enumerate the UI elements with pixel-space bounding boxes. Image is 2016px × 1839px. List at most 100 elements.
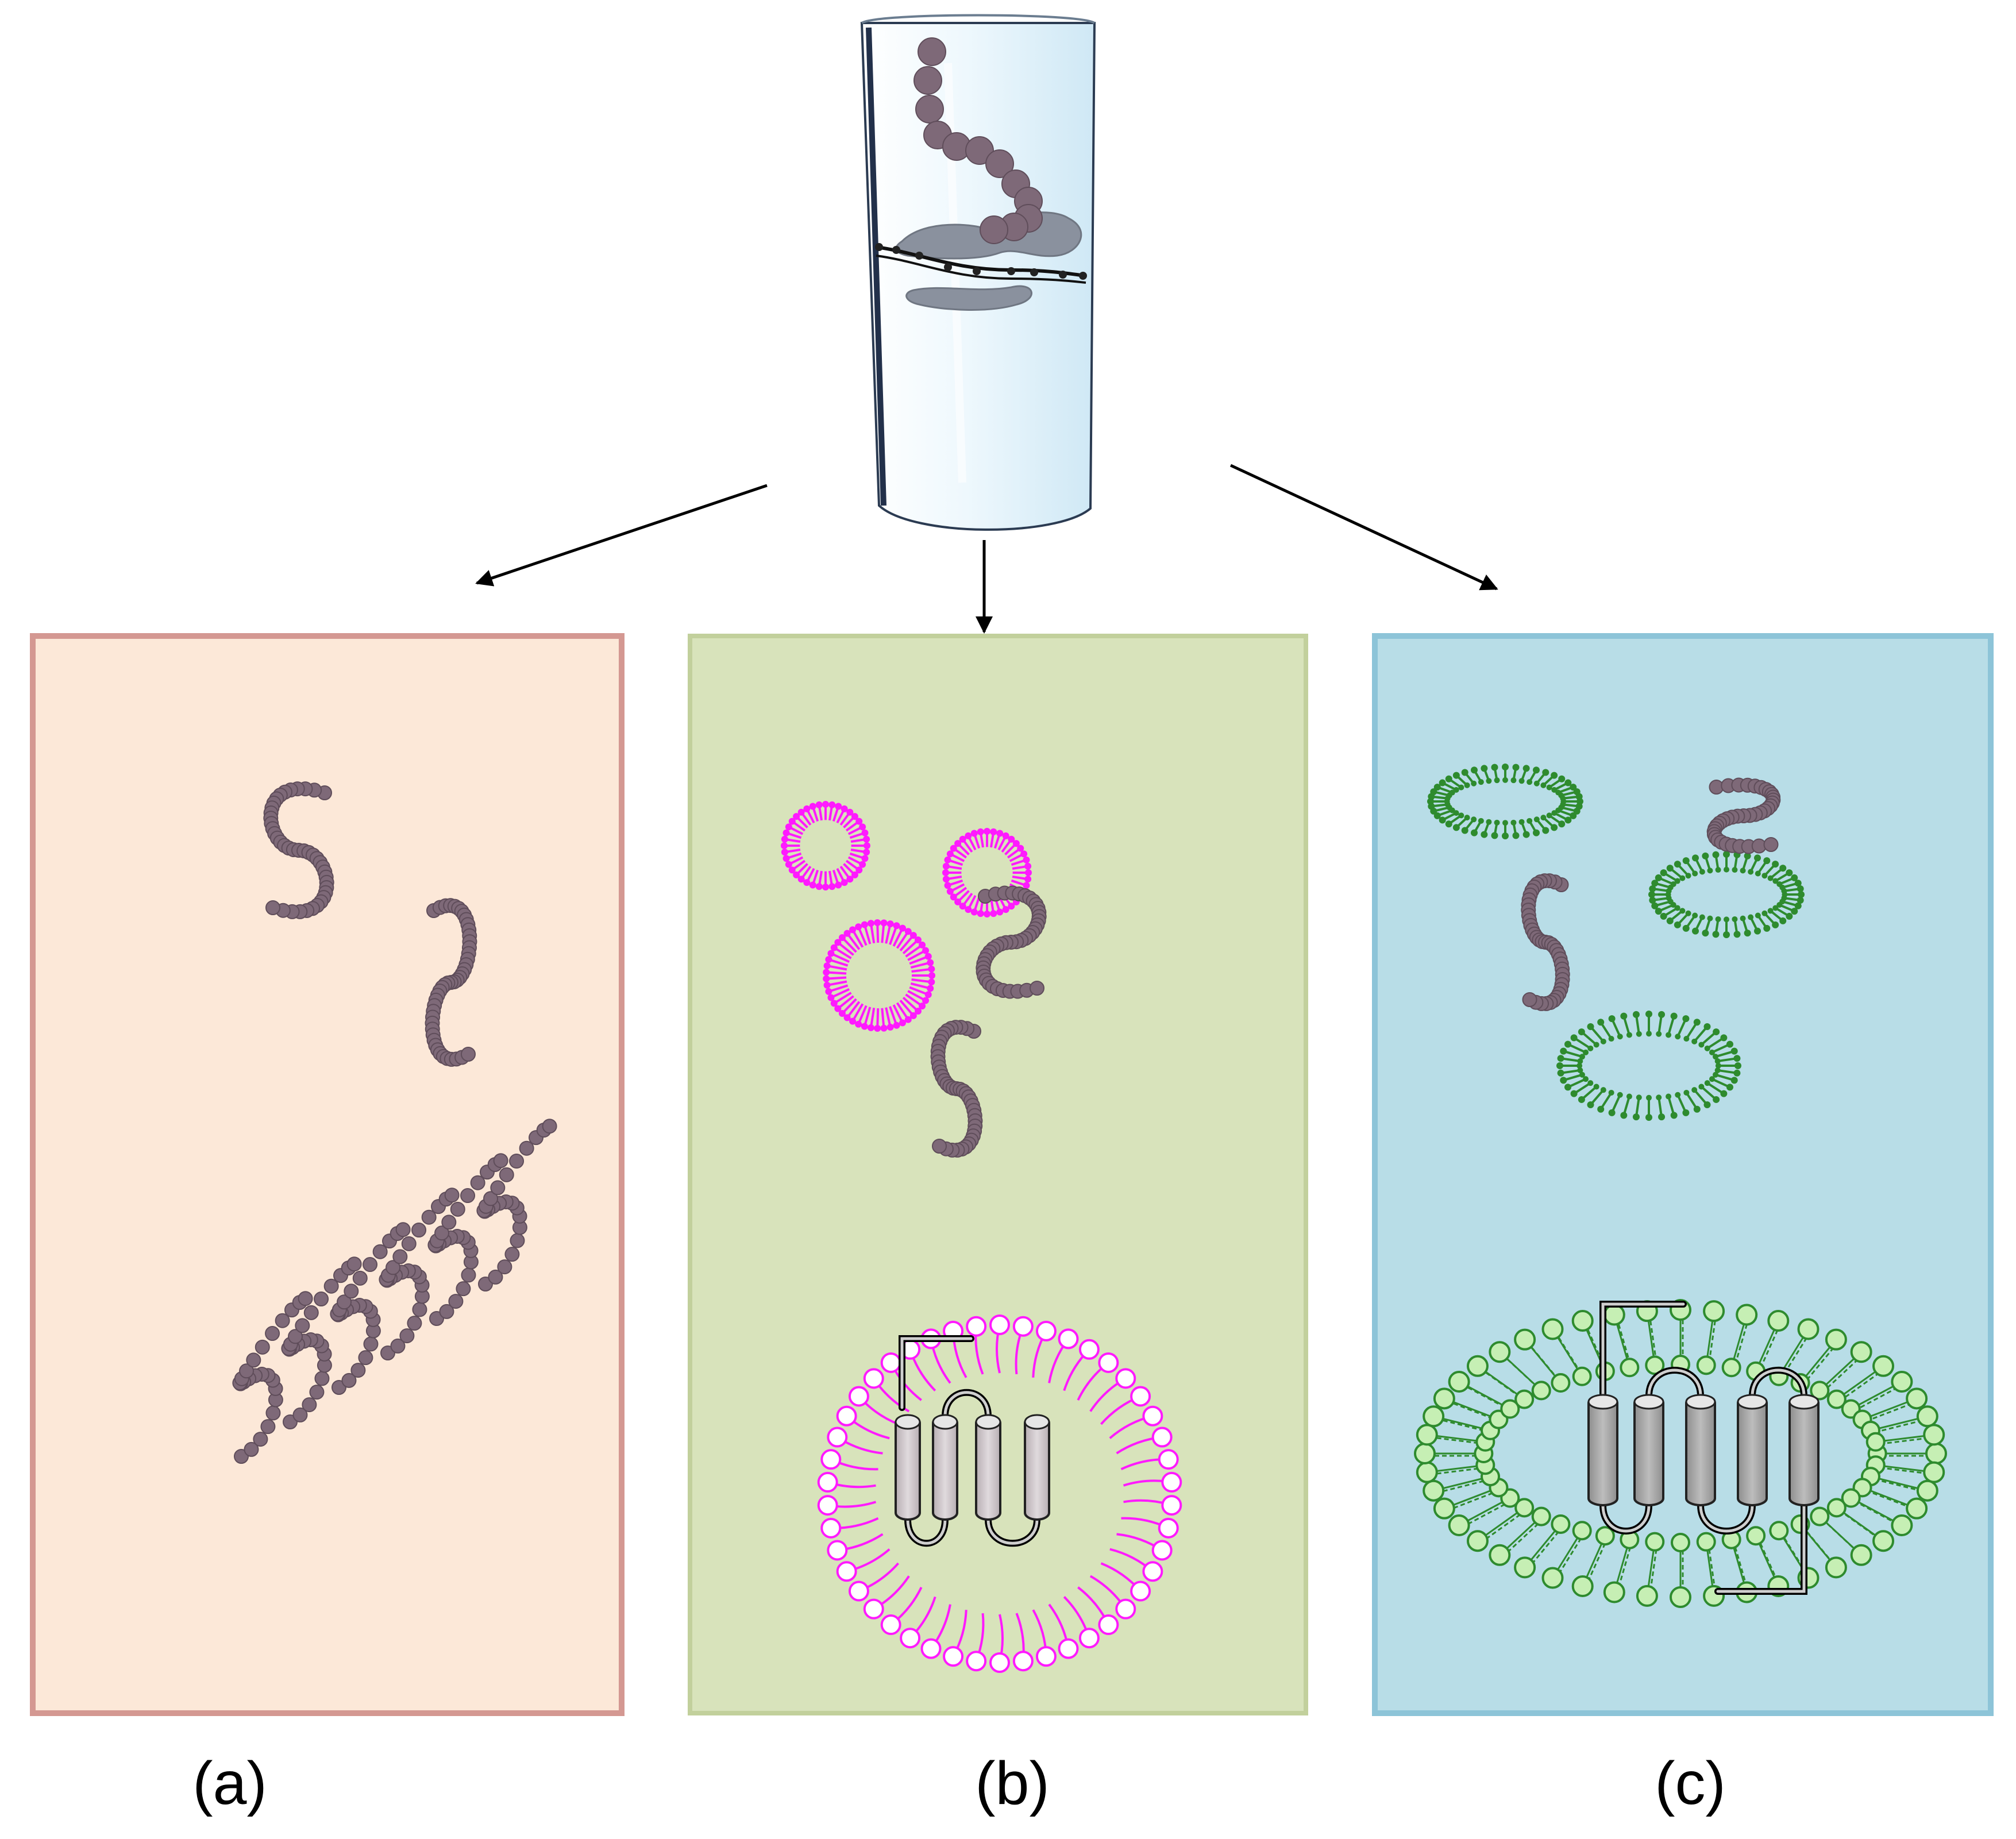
lipid-headgroup bbox=[1158, 1449, 1179, 1470]
lipid-headgroup bbox=[1826, 1389, 1847, 1409]
lipid-head bbox=[843, 1014, 851, 1021]
lipid-head bbox=[834, 939, 842, 946]
lipid-head bbox=[1577, 1067, 1583, 1073]
lipid-headgroup bbox=[1891, 1371, 1913, 1393]
lipid-head bbox=[1578, 1096, 1585, 1103]
lipid-headgroup bbox=[1531, 1506, 1551, 1526]
lipid-head bbox=[1674, 905, 1680, 911]
lipid-head bbox=[1715, 916, 1721, 922]
peptide-bead bbox=[295, 1318, 310, 1333]
lipid-headgroup bbox=[1923, 1461, 1945, 1483]
lipid-head bbox=[1732, 867, 1738, 873]
lipid-head bbox=[1564, 1084, 1572, 1091]
helix-cap bbox=[975, 1414, 1001, 1430]
lipid-headgroup bbox=[1850, 1341, 1872, 1363]
lipid-head bbox=[1560, 1077, 1567, 1084]
lipid-head bbox=[1491, 764, 1498, 771]
lipid-headgroup bbox=[817, 1495, 838, 1516]
lipid-head bbox=[970, 830, 978, 837]
peptide-bead bbox=[346, 1256, 362, 1272]
lipid-head bbox=[954, 898, 962, 905]
helix-cap bbox=[895, 1414, 921, 1430]
peptide-bead bbox=[421, 1209, 437, 1225]
peptide-bead bbox=[1030, 981, 1044, 996]
peptide-bead bbox=[314, 1371, 330, 1386]
peptide-bead bbox=[460, 1188, 476, 1204]
micelle-3 bbox=[823, 919, 935, 1032]
lipid-head bbox=[1593, 1042, 1599, 1048]
lipid-headgroup bbox=[1489, 1544, 1511, 1566]
lipid-headgroup bbox=[900, 1628, 921, 1649]
lipid-head bbox=[1733, 1069, 1741, 1077]
lipid-headgroup bbox=[966, 1651, 987, 1672]
lipid-head bbox=[1707, 868, 1713, 874]
lipid-head bbox=[1617, 1034, 1623, 1040]
lipid-head bbox=[1518, 778, 1525, 784]
lipid-headgroup bbox=[1514, 1328, 1536, 1351]
lipid-head bbox=[1666, 917, 1674, 924]
membrane-bead bbox=[1059, 271, 1067, 279]
lipid-head bbox=[1587, 1045, 1594, 1051]
lipid-headgroup bbox=[1551, 1373, 1571, 1393]
lipid-head bbox=[861, 855, 869, 862]
lipid-head bbox=[1798, 891, 1805, 898]
lipid-head bbox=[1533, 816, 1540, 823]
lipid-headgroup bbox=[1098, 1352, 1119, 1373]
lipid-head bbox=[1794, 880, 1802, 887]
lipid-headgroup bbox=[1158, 1517, 1179, 1539]
lipid-headgroup bbox=[1906, 1497, 1928, 1520]
lipid-head bbox=[1579, 1071, 1585, 1078]
lipid-head bbox=[919, 941, 926, 949]
peptide-bead bbox=[390, 1338, 406, 1354]
peptide-bead bbox=[456, 1281, 471, 1297]
peptide-bead bbox=[504, 1247, 520, 1262]
lipid-head bbox=[1781, 888, 1787, 894]
lipid-head bbox=[803, 805, 811, 812]
helix-cylinder bbox=[1788, 1395, 1820, 1506]
lipid-head bbox=[919, 1003, 926, 1010]
lipid-headgroup bbox=[1142, 1561, 1163, 1582]
lipid-headgroup bbox=[836, 1405, 857, 1427]
lipid-headgroup bbox=[989, 1652, 1010, 1673]
peptide-bead bbox=[260, 1419, 276, 1435]
lipid-head bbox=[1025, 869, 1032, 876]
helix-cylinder bbox=[1685, 1395, 1716, 1506]
lipid-head bbox=[863, 835, 870, 843]
lipid-head bbox=[1755, 870, 1761, 877]
aggregated-peptides bbox=[232, 1119, 557, 1464]
lipid-head bbox=[825, 988, 832, 995]
lipid-head bbox=[1748, 869, 1754, 875]
lipid-headgroup bbox=[1769, 1521, 1789, 1541]
lipid-head bbox=[893, 1021, 900, 1029]
lipid-head bbox=[1564, 816, 1572, 824]
lipid-head bbox=[1656, 1031, 1662, 1037]
peptide-bead bbox=[448, 1294, 464, 1309]
lipid-head bbox=[1617, 1092, 1623, 1098]
lipid-head bbox=[1478, 779, 1484, 785]
lipid-head bbox=[1748, 914, 1754, 920]
lipid-head bbox=[1494, 777, 1500, 784]
lipid-head bbox=[1674, 878, 1680, 884]
lipid-head bbox=[1763, 857, 1771, 865]
lipid-head bbox=[838, 1010, 846, 1017]
lipid-head bbox=[965, 906, 972, 913]
lipid-head bbox=[1486, 819, 1492, 825]
peptide-bead bbox=[490, 1180, 506, 1196]
lipid-head bbox=[942, 876, 950, 883]
peptide-bead bbox=[444, 1188, 460, 1203]
peptide-bead bbox=[302, 1397, 317, 1413]
lipid-head bbox=[899, 924, 907, 932]
peptide-bead bbox=[363, 1336, 379, 1352]
peptide-bead bbox=[932, 1139, 947, 1154]
peptide-bead bbox=[386, 1260, 401, 1275]
lipid-head bbox=[825, 956, 832, 963]
lipid-headgroup bbox=[1514, 1498, 1535, 1518]
lipid-head bbox=[1715, 867, 1721, 873]
lipid-head bbox=[1754, 927, 1761, 935]
lipid-head bbox=[1645, 1011, 1652, 1017]
lipid-head bbox=[1794, 902, 1802, 909]
lipid-head bbox=[1558, 820, 1566, 828]
lipid-head bbox=[1620, 1112, 1628, 1119]
peptide-bead bbox=[350, 1363, 366, 1378]
lipid-head bbox=[1733, 1055, 1741, 1062]
